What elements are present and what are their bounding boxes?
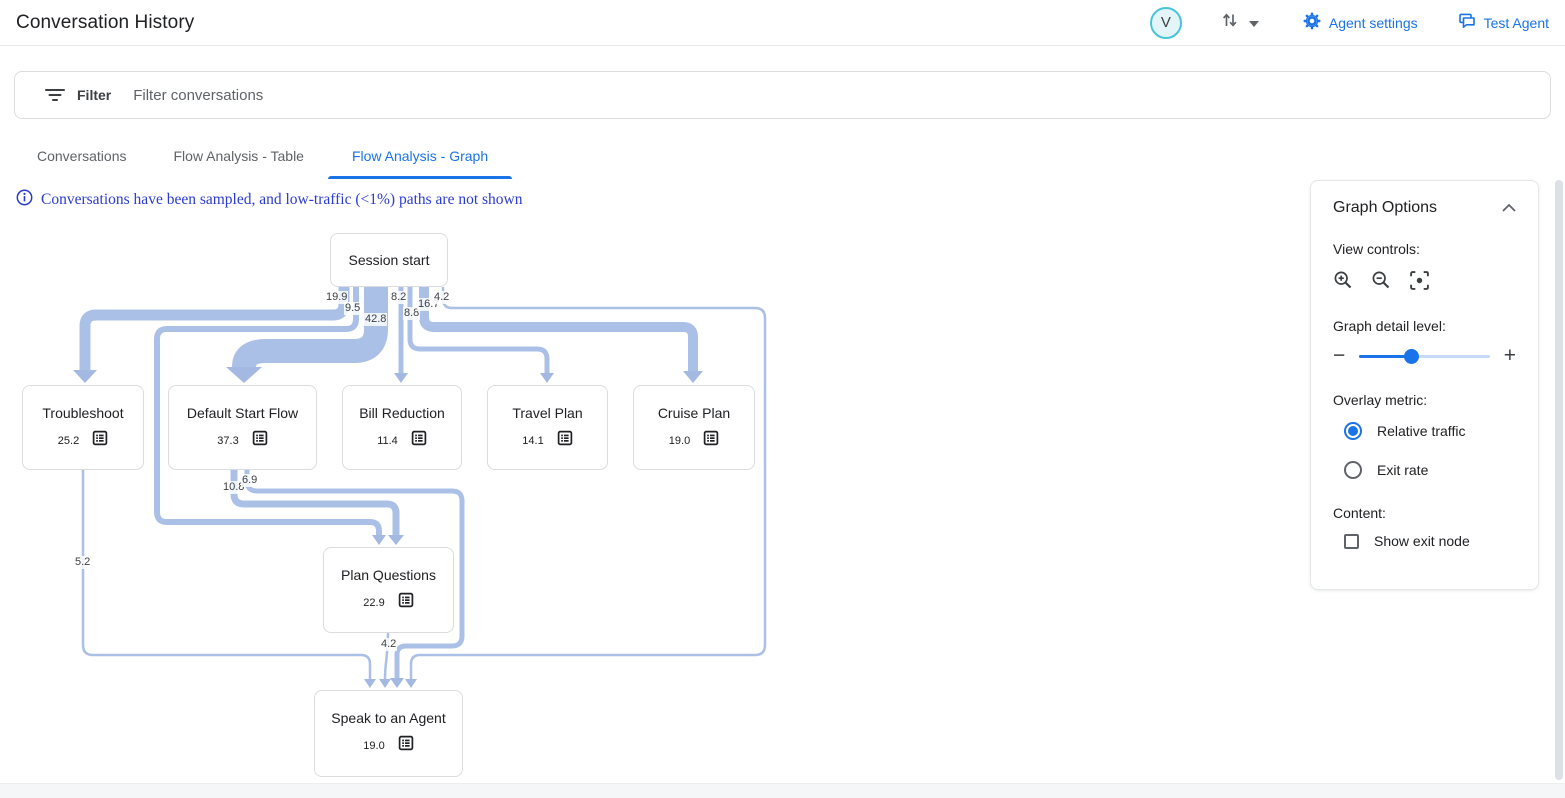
- content-label: Content:: [1333, 505, 1386, 521]
- node-label: Default Start Flow: [186, 405, 299, 421]
- flow-node-session-start[interactable]: Session start: [330, 233, 448, 287]
- flow-node-travel-plan[interactable]: Travel Plan 14.1: [487, 385, 608, 470]
- view-controls-label: View controls:: [1333, 241, 1420, 257]
- sort-control[interactable]: [1220, 10, 1259, 35]
- edge-value-label: 19.9: [325, 291, 349, 304]
- node-label: Session start: [348, 252, 430, 268]
- slider-thumb[interactable]: [1404, 349, 1420, 364]
- app-bar-actions: V: [1149, 6, 1549, 39]
- node-label: Cruise Plan: [657, 405, 731, 421]
- detail-slider[interactable]: [1359, 348, 1490, 364]
- edge-value-label: 8.2: [390, 291, 408, 304]
- filter-label: Filter: [77, 87, 112, 103]
- chevron-down-icon: [1248, 14, 1259, 32]
- flow-edges: [73, 287, 767, 688]
- flow-node-plan-questions[interactable]: Plan Questions 22.9: [323, 547, 454, 633]
- flow-node-bill-reduction[interactable]: Bill Reduction 11.4: [342, 385, 462, 470]
- node-label: Troubleshoot: [42, 405, 124, 421]
- edge-value-label: 4.2: [433, 291, 451, 304]
- gear-icon: [1303, 12, 1321, 33]
- flow-node-troubleshoot[interactable]: Troubleshoot 25.2: [22, 385, 144, 470]
- flow-node-speak-to-an-agent[interactable]: Speak to an Agent 19.0: [314, 690, 463, 777]
- test-agent-label: Test Agent: [1483, 14, 1549, 31]
- list-icon[interactable]: [252, 430, 268, 451]
- node-traffic-value: 14.1: [522, 434, 544, 447]
- detail-decrease-button[interactable]: −: [1333, 344, 1346, 367]
- tab-bar: Conversations Flow Analysis - Table Flow…: [0, 133, 513, 179]
- edge-value-label: 6.9: [241, 474, 259, 487]
- page-title: Conversation History: [16, 11, 195, 33]
- node-label: Speak to an Agent: [331, 710, 446, 726]
- avatar[interactable]: V: [1149, 6, 1182, 39]
- checkbox-unchecked-icon[interactable]: [1344, 533, 1359, 549]
- flow-node-cruise-plan[interactable]: Cruise Plan 19.0: [633, 385, 755, 470]
- chat-icon: [1458, 12, 1476, 33]
- radio-unselected-icon[interactable]: [1344, 461, 1362, 479]
- flow-node-default-start-flow[interactable]: Default Start Flow 37.3: [168, 385, 317, 470]
- sampling-notice-text: Conversations have been sampled, and low…: [41, 191, 523, 208]
- node-label: Travel Plan: [512, 405, 583, 421]
- list-icon[interactable]: [411, 430, 427, 451]
- list-icon[interactable]: [398, 592, 414, 613]
- sampling-notice: Conversations have been sampled, and low…: [16, 189, 523, 211]
- avatar-initial: V: [1160, 14, 1171, 31]
- radio-label: Relative traffic: [1377, 423, 1466, 439]
- edge-value-label: 42.8: [364, 313, 388, 326]
- node-traffic-value: 37.3: [217, 434, 239, 447]
- filter-conversations-input[interactable]: [133, 86, 1234, 104]
- edge-value-label: 8.8: [403, 307, 421, 320]
- swap-vert-icon: [1220, 10, 1240, 35]
- node-label: Plan Questions: [341, 567, 436, 583]
- overlay-metric-label: Overlay metric:: [1333, 392, 1428, 408]
- radio-exit-rate[interactable]: Exit rate: [1333, 461, 1516, 479]
- list-icon[interactable]: [92, 430, 108, 451]
- tab-flow-analysis-graph[interactable]: Flow Analysis - Graph: [327, 133, 513, 179]
- node-label: Bill Reduction: [359, 405, 445, 421]
- node-traffic-value: 19.0: [363, 739, 385, 752]
- vertical-scrollbar[interactable]: [1555, 180, 1563, 780]
- node-traffic-value: 19.0: [668, 434, 691, 447]
- info-icon: [16, 189, 33, 211]
- node-traffic-value: 22.9: [363, 596, 385, 609]
- node-traffic-value: 25.2: [57, 434, 80, 447]
- center-focus-icon[interactable]: [1409, 270, 1430, 291]
- graph-options-title: Graph Options: [1333, 199, 1438, 216]
- horizontal-scroll-strip[interactable]: [0, 783, 1565, 798]
- edge-value-label: 10.8: [222, 481, 246, 494]
- zoom-in-icon[interactable]: [1333, 270, 1354, 291]
- edge-value-label: 4.2: [380, 638, 398, 651]
- zoom-out-icon[interactable]: [1371, 270, 1392, 291]
- tab-flow-analysis-table[interactable]: Flow Analysis - Table: [173, 148, 304, 164]
- checkbox-label: Show exit node: [1374, 533, 1470, 549]
- radio-label: Exit rate: [1377, 462, 1429, 478]
- app-bar: Conversation History V: [0, 0, 1565, 46]
- agent-settings-button[interactable]: Agent settings: [1303, 12, 1418, 33]
- node-traffic-value: 11.4: [377, 434, 398, 447]
- agent-settings-label: Agent settings: [1328, 14, 1418, 31]
- edge-value-label: 5.2: [74, 556, 92, 569]
- graph-detail-label: Graph detail level:: [1333, 318, 1446, 334]
- tab-conversations[interactable]: Conversations: [37, 148, 127, 164]
- detail-increase-button[interactable]: +: [1503, 344, 1516, 367]
- list-icon[interactable]: [703, 430, 719, 451]
- filter-bar[interactable]: Filter: [14, 71, 1551, 119]
- radio-selected-icon[interactable]: [1344, 422, 1362, 440]
- filter-icon: [45, 88, 65, 102]
- radio-relative-traffic[interactable]: Relative traffic: [1333, 422, 1516, 440]
- edge-value-label: 9.5: [344, 302, 362, 315]
- show-exit-node-option[interactable]: Show exit node: [1333, 533, 1516, 549]
- graph-options-panel: Graph Options View controls:: [1310, 180, 1539, 590]
- list-icon[interactable]: [398, 735, 414, 756]
- list-icon[interactable]: [557, 430, 573, 451]
- test-agent-button[interactable]: Test Agent: [1458, 12, 1549, 33]
- collapse-chevron-up-icon[interactable]: [1502, 199, 1516, 217]
